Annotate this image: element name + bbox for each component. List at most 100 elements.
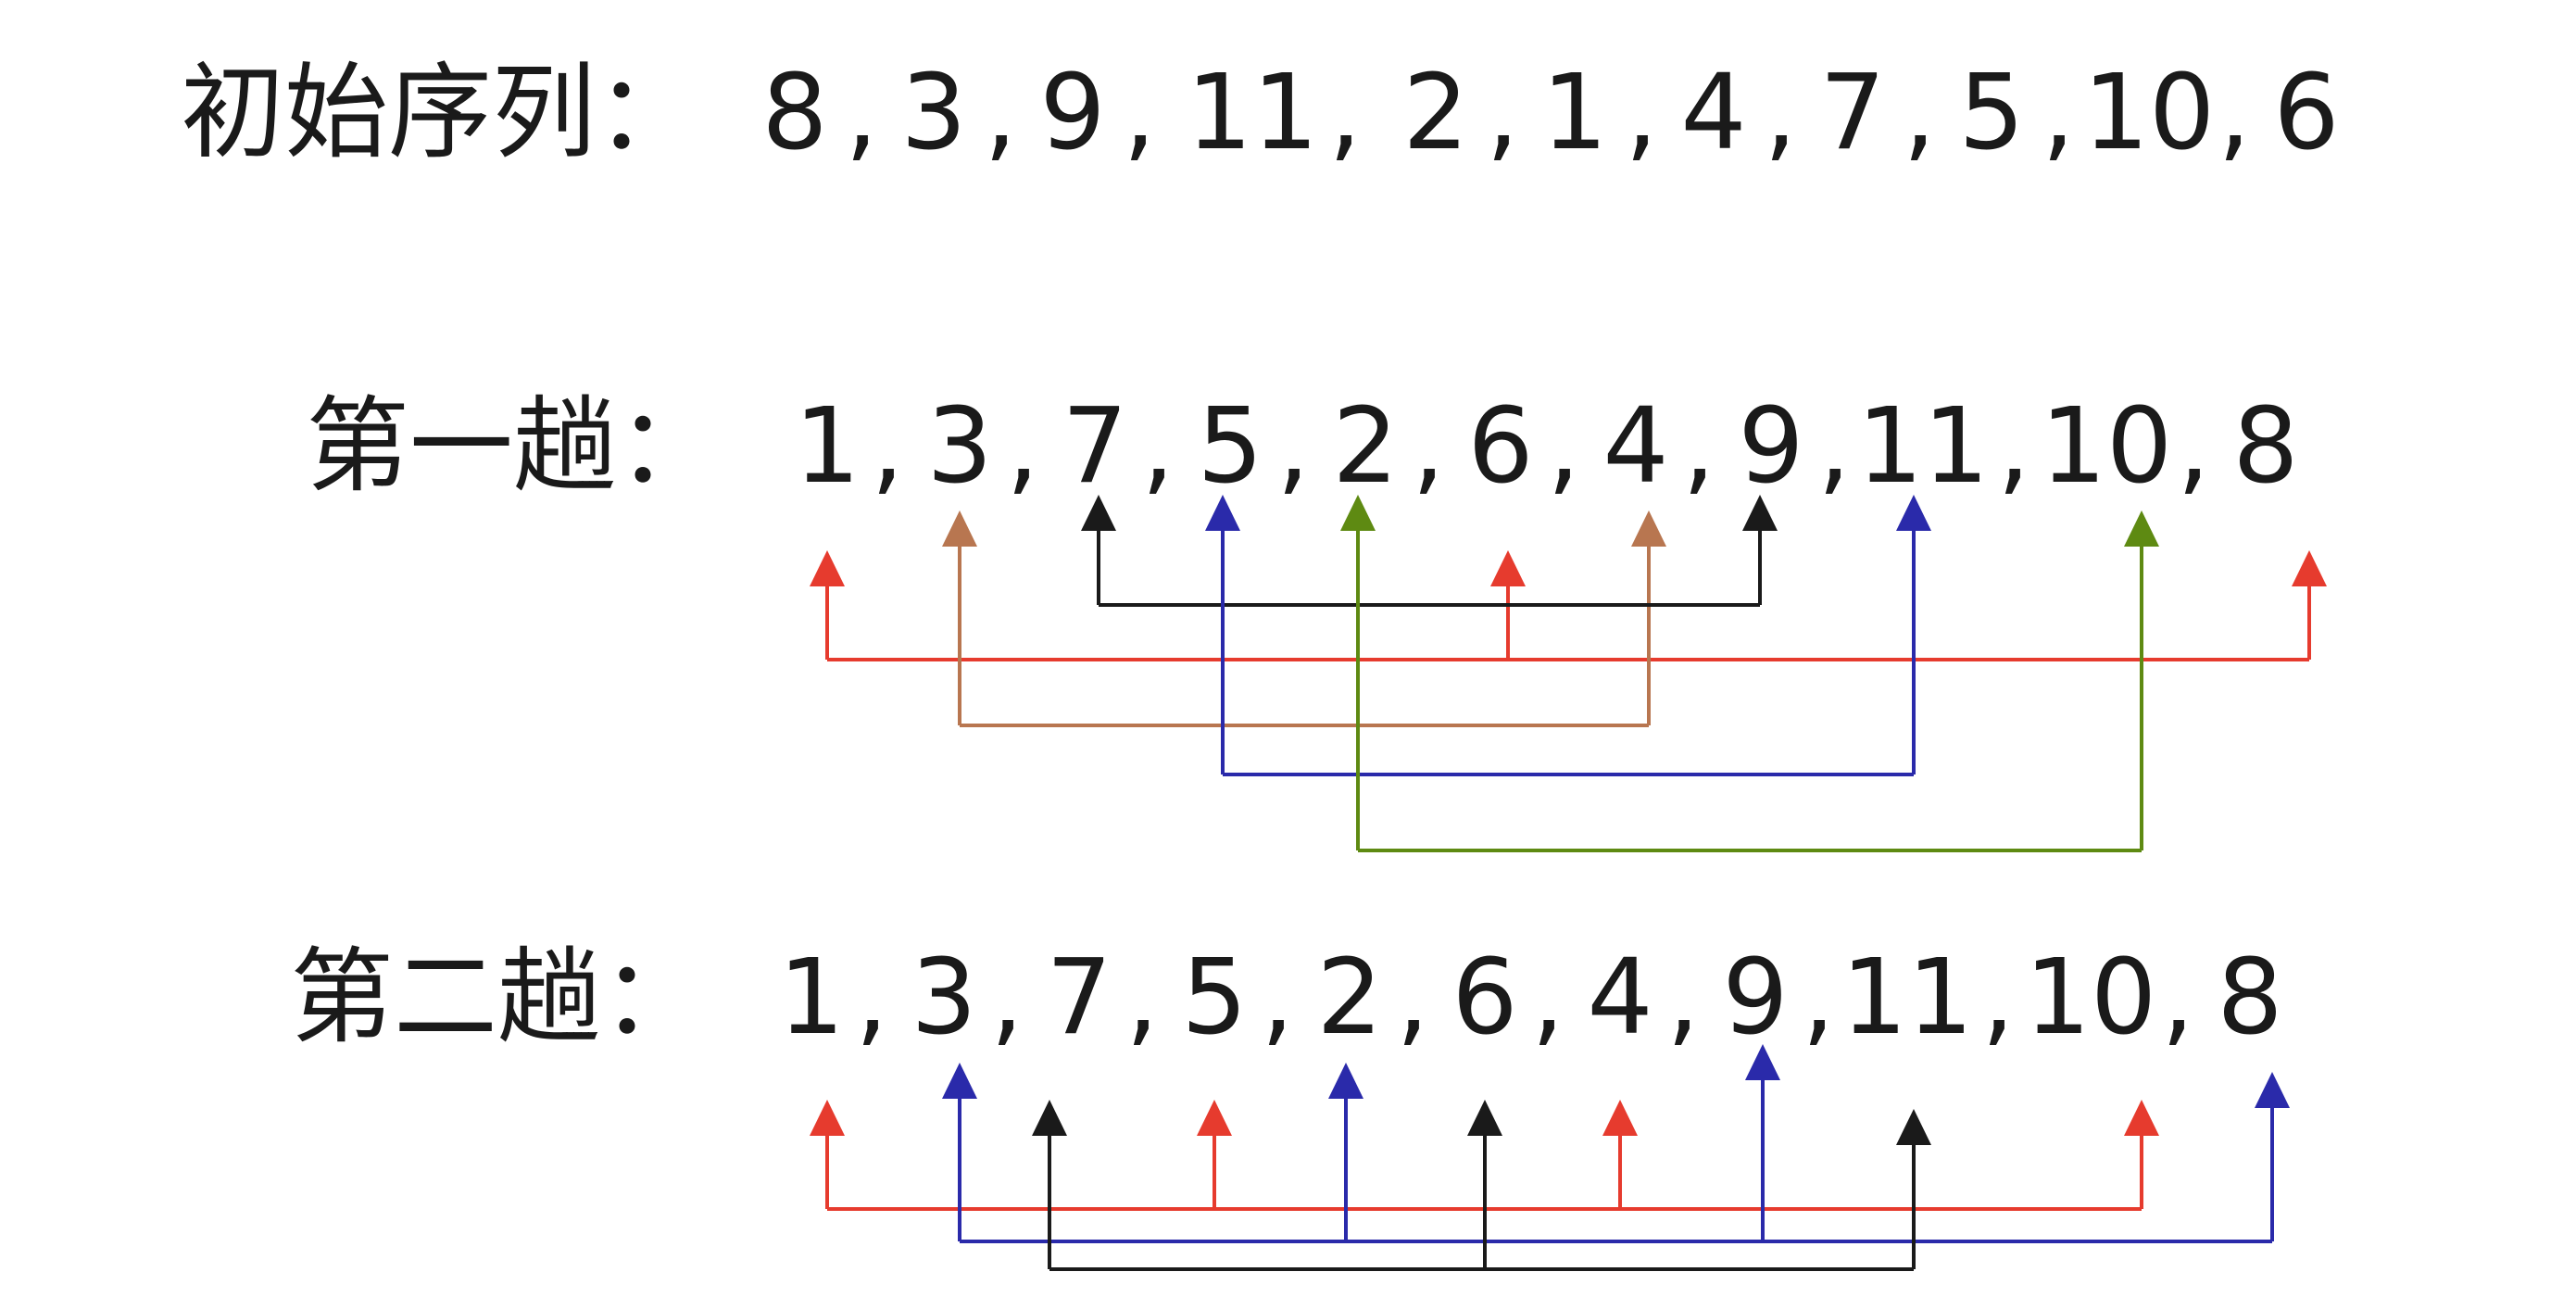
row-pass1-v9: 10 [2041, 386, 2173, 507]
up-arrow-icon [1340, 495, 1376, 531]
row-initial-v0: 8 [761, 53, 827, 173]
row-pass2-v10: 8 [2217, 938, 2282, 1058]
row-initial-v4: 2 [1402, 53, 1468, 173]
row-initial-c3: , [1328, 53, 1362, 173]
row-initial-c2: , [1123, 53, 1156, 173]
row-initial-c4: , [1486, 53, 1519, 173]
row-pass2-v6: 4 [1587, 938, 1652, 1058]
pass2-group-black [1032, 1100, 1931, 1271]
up-arrow-icon [942, 1063, 977, 1099]
pass1-group-black [1081, 495, 1778, 607]
row-pass2-c6: , [1666, 938, 1700, 1058]
row-pass1-v4: 2 [1332, 386, 1398, 507]
pass1-group-brown [942, 510, 1666, 727]
row-initial: 初始序列： 8 , 3 , 9 , 11 , 2 , 1 , 4 , 7 , 5… [181, 53, 2340, 173]
row-pass1-c0: , [871, 386, 904, 507]
row-pass1-c3: , [1276, 386, 1310, 507]
row-initial-v5: 1 [1541, 53, 1607, 173]
row-pass1-v3: 5 [1197, 386, 1263, 507]
up-arrow-icon [1081, 495, 1116, 531]
row-pass2-v8: 11 [1841, 938, 1974, 1058]
row-pass2-c0: , [855, 938, 888, 1058]
row-pass1-v1: 3 [926, 386, 992, 507]
row-initial-c1: , [984, 53, 1017, 173]
pass2-group-blue [942, 1044, 2290, 1243]
row-pass2-v9: 10 [2025, 938, 2157, 1058]
row-pass1-c8: , [1997, 386, 2030, 507]
pass1-group-green [1340, 495, 2159, 852]
row-pass2-v4: 2 [1316, 938, 1382, 1058]
row-initial-v8: 5 [1958, 53, 2024, 173]
row-pass2-c3: , [1261, 938, 1294, 1058]
row-pass2-v3: 5 [1181, 938, 1247, 1058]
row-pass2-c5: , [1531, 938, 1564, 1058]
pass1-group-red [810, 550, 2327, 661]
row-initial-c6: , [1764, 53, 1797, 173]
row-pass2-c9: , [2161, 938, 2194, 1058]
up-arrow-icon [1467, 1100, 1502, 1136]
up-arrow-icon [2124, 510, 2159, 547]
row-pass2: 第二趟： 1 , 3 , 7 , 5 , 2 , 6 , 4 , 9 , 11 … [290, 938, 2283, 1058]
row-pass1-c9: , [2177, 386, 2210, 507]
pass1-connectors [810, 495, 2327, 852]
row-pass2-c1: , [990, 938, 1024, 1058]
row-initial-c8: , [2042, 53, 2075, 173]
up-arrow-icon [1328, 1063, 1363, 1099]
row-pass1-c1: , [1006, 386, 1039, 507]
row-pass1-c6: , [1682, 386, 1715, 507]
row-initial-v6: 4 [1680, 53, 1746, 173]
row-pass1-c5: , [1547, 386, 1580, 507]
row-pass2-c7: , [1802, 938, 1835, 1058]
up-arrow-icon [1490, 550, 1526, 586]
row-pass2-c8: , [1981, 938, 2015, 1058]
up-arrow-icon [1896, 495, 1931, 531]
up-arrow-icon [2292, 550, 2327, 586]
row-pass1-v6: 4 [1602, 386, 1668, 507]
row-pass2-label: 第二趟： [290, 938, 705, 1058]
up-arrow-icon [1896, 1109, 1931, 1145]
up-arrow-icon [1032, 1100, 1067, 1136]
row-pass1-c7: , [1817, 386, 1851, 507]
row-initial-label: 初始序列： [181, 53, 699, 173]
up-arrow-icon [1205, 495, 1240, 531]
row-pass2-c4: , [1396, 938, 1429, 1058]
row-initial-c9: , [2218, 53, 2251, 173]
row-initial-v1: 3 [900, 53, 966, 173]
row-pass1-label: 第一趟： [306, 386, 721, 507]
row-pass1-c2: , [1141, 386, 1175, 507]
row-initial-c5: , [1625, 53, 1658, 173]
row-pass1-v7: 9 [1738, 386, 1803, 507]
row-initial-c0: , [845, 53, 878, 173]
row-initial-v3: 11 [1187, 53, 1319, 173]
pass2-connectors [810, 1044, 2290, 1271]
up-arrow-icon [1602, 1100, 1638, 1136]
up-arrow-icon [2255, 1072, 2290, 1108]
row-pass2-v1: 3 [911, 938, 976, 1058]
row-initial-v9: 10 [2083, 53, 2216, 173]
row-pass1-c4: , [1412, 386, 1445, 507]
row-pass1-v0: 1 [794, 386, 860, 507]
row-pass1-v8: 11 [1857, 386, 1990, 507]
up-arrow-icon [1197, 1100, 1232, 1136]
up-arrow-icon [810, 550, 845, 586]
row-pass1-v10: 8 [2232, 386, 2298, 507]
row-initial-v2: 9 [1039, 53, 1105, 173]
row-pass2-c2: , [1125, 938, 1159, 1058]
row-pass2-v7: 9 [1722, 938, 1788, 1058]
row-pass1: 第一趟： 1 , 3 , 7 , 5 , 2 , 6 , 4 , 9 , 11 … [306, 386, 2299, 507]
row-pass1-v2: 7 [1062, 386, 1127, 507]
row-initial-c7: , [1903, 53, 1936, 173]
row-pass2-v5: 6 [1451, 938, 1517, 1058]
pass1-group-blue [1205, 495, 1931, 776]
row-pass1-v5: 6 [1467, 386, 1533, 507]
up-arrow-icon [1742, 495, 1778, 531]
row-initial-v7: 7 [1819, 53, 1885, 173]
up-arrow-icon [2124, 1100, 2159, 1136]
up-arrow-icon [1631, 510, 1666, 547]
row-pass2-v2: 7 [1046, 938, 1112, 1058]
up-arrow-icon [1745, 1044, 1780, 1080]
row-pass2-v0: 1 [778, 938, 844, 1058]
row-initial-v10: 6 [2273, 53, 2339, 173]
up-arrow-icon [942, 510, 977, 547]
